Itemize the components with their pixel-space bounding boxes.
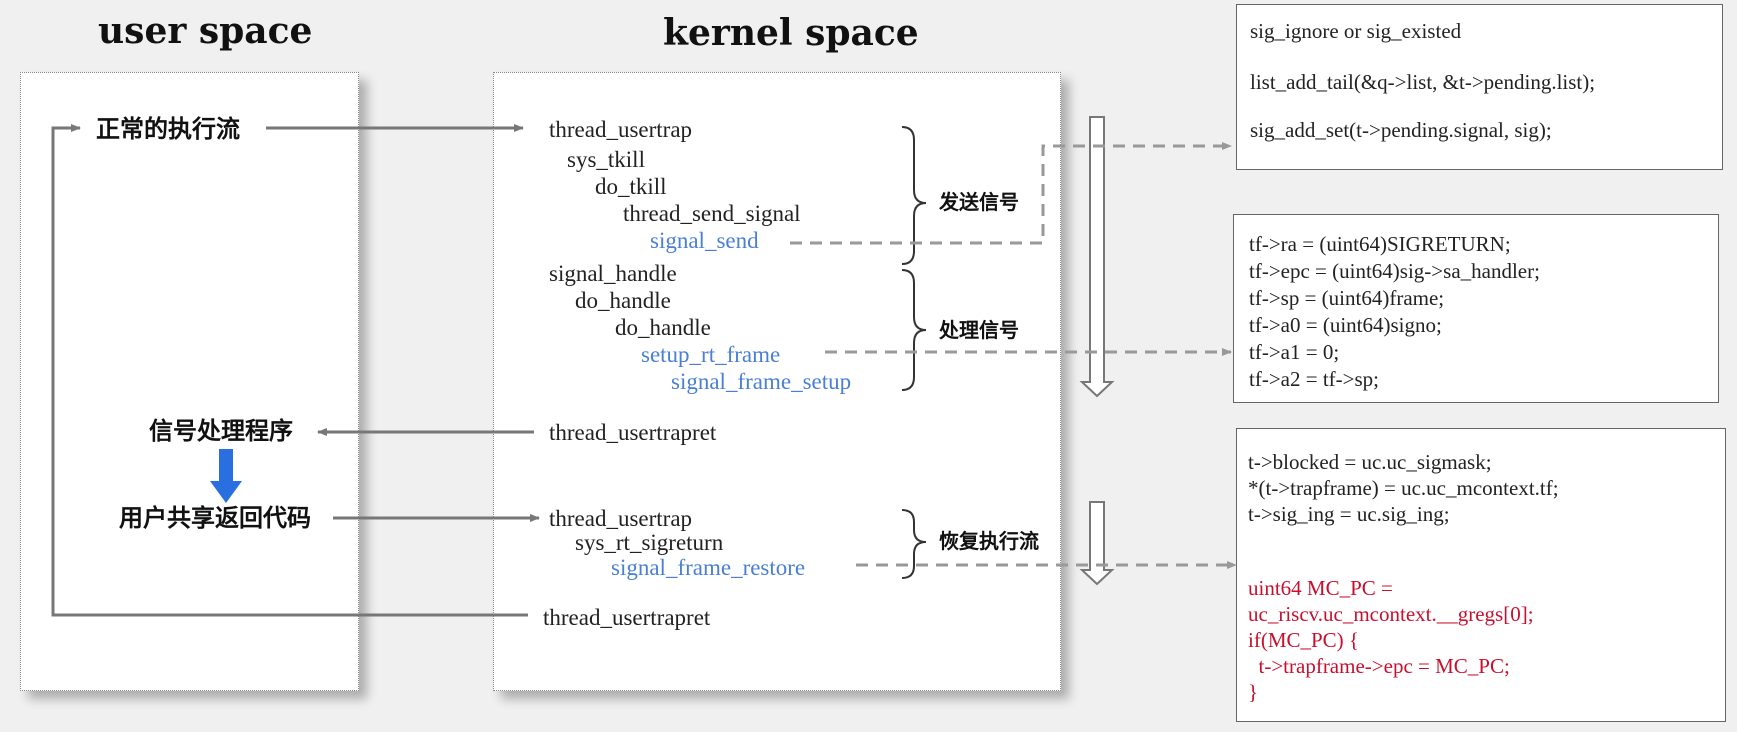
setup-code-box [1233,214,1719,403]
kernel-thread-usertrapret-1: thread_usertrapret [549,420,717,445]
setup-code-line: tf->ra = (uint64)SIGRETURN; [1249,232,1511,256]
kernel-space-title: kernel space [663,12,919,54]
restore-code-line: t->trapframe->epc = MC_PC; [1248,654,1510,678]
send-code-line: sig_add_set(t->pending.signal, sig); [1250,118,1552,142]
restore-code-line: uint64 MC_PC = [1248,576,1393,600]
kernel-signal-frame-setup: signal_frame_setup [671,369,852,394]
restore-code-line: *(t->trapframe) = uc.uc_mcontext.tf; [1248,476,1559,500]
restore-code-box [1236,428,1726,722]
send-code-box [1236,4,1723,170]
normal-flow-label: 正常的执行流 [96,115,240,143]
send-code-line: list_add_tail(&q->list, &t->pending.list… [1250,70,1596,94]
kernel-thread-usertrap-1: thread_usertrap [549,117,693,142]
hollow-down-arrow-top [1079,116,1115,398]
kernel-signal-handle: signal_handle [549,261,677,286]
restore-code-line: uc_riscv.uc_mcontext.__gregs[0]; [1248,602,1534,626]
kernel-signal-send: signal_send [650,228,759,253]
kernel-sys-tkill: sys_tkill [567,147,645,172]
user-return-code-label: 用户共享返回代码 [119,504,311,532]
user-space-title: user space [98,10,313,52]
brace-label-restore-flow: 恢复执行流 [939,529,1039,553]
kernel-thread-usertrap-2: thread_usertrap [549,506,693,531]
setup-code-line: tf->a0 = (uint64)signo; [1249,313,1442,337]
kernel-do-handle-2: do_handle [615,315,711,340]
restore-code-line: t->sig_ing = uc.sig_ing; [1248,502,1450,526]
hollow-down-arrow-bottom [1079,501,1115,586]
setup-code-line: tf->a1 = 0; [1249,340,1340,364]
brace-label-handle-signal: 处理信号 [939,318,1019,342]
kernel-thread-send-signal: thread_send_signal [623,201,801,226]
restore-code-line: t->blocked = uc.uc_sigmask; [1248,450,1492,474]
user-space-panel [20,72,359,691]
setup-code-line: tf->a2 = tf->sp; [1249,367,1379,391]
kernel-thread-usertrapret-2: thread_usertrapret [543,605,711,630]
setup-code-line: tf->epc = (uint64)sig->sa_handler; [1249,259,1540,283]
kernel-signal-frame-restore: signal_frame_restore [611,555,806,580]
kernel-do-tkill: do_tkill [595,174,667,199]
setup-code-line: tf->sp = (uint64)frame; [1249,286,1445,310]
kernel-setup-rt-frame: setup_rt_frame [641,342,781,367]
send-code-line: sig_ignore or sig_existed [1250,19,1462,43]
brace-label-send-signal: 发送信号 [939,190,1019,214]
restore-code-line: if(MC_PC) { [1248,628,1360,652]
signal-handler-label: 信号处理程序 [149,417,293,445]
restore-code-line: } [1248,680,1259,704]
kernel-do-handle-1: do_handle [575,288,671,313]
kernel-sys-rt-sigreturn: sys_rt_sigreturn [575,530,724,555]
